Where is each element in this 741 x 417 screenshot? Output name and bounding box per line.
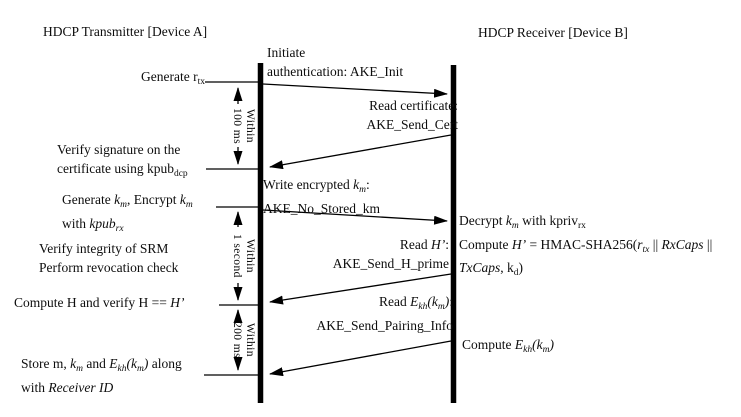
message-line: AKE_Send_Cert (366, 116, 459, 132)
note-line: Compute H’ = HMAC-SHA256(rtx || RxCaps |… (459, 236, 713, 255)
note-line: Verify integrity of SRM (39, 241, 169, 256)
message-ake-no-stored-km: Write encrypted km: AKE_No_Stored_km (263, 176, 380, 218)
message-line: Initiate (267, 45, 306, 60)
note-compute-h: Compute H and verify H == H’ (14, 294, 184, 313)
note-line: TxCaps, kd) (459, 260, 524, 278)
note-verify-srm: Verify integrity of SRM Perform revocati… (39, 240, 178, 277)
note-line: Decrypt km with kprivrx (459, 213, 586, 231)
timing-text: 200 ms (231, 322, 243, 358)
message-line: AKE_Send_Pairing_Info (316, 317, 453, 333)
timing-constraint-1second: Within 1 second (224, 226, 256, 286)
message-line: Write encrypted km: (263, 177, 370, 195)
note-line: Verify signature on the (57, 142, 181, 157)
message-ake-init: Initiate authentication: AKE_Init (267, 44, 403, 81)
receiver-header: HDCP Receiver [Device B] (478, 25, 628, 40)
message-line: Read certificate: (369, 98, 458, 113)
note-generate-km: Generate km, Encrypt km with kpubrx (62, 191, 193, 238)
note-line: Compute H and verify H == H’ (14, 295, 185, 310)
note-line: certificate using kpubdcp (57, 160, 188, 179)
note-compute-ekh: Compute Ekh(km) (462, 336, 554, 360)
message-line: AKE_No_Stored_km (263, 200, 380, 216)
arrow-ake-send-pairing-info (269, 340, 452, 377)
note-line: Generate km, Encrypt km (62, 192, 193, 210)
message-line: AKE_Send_H_prime (332, 255, 449, 271)
transmitter-header: HDCP Transmitter [Device A] (43, 24, 208, 39)
arrow-ake-send-h-prime (269, 273, 452, 305)
message-line: Read H’: (399, 237, 449, 252)
note-line: Perform revocation check (39, 259, 179, 275)
message-line: Read Ekh(km): (379, 294, 453, 312)
note-verify-signature: Verify signature on the certificate usin… (57, 141, 188, 183)
note-line: Store m, km and Ekh(km) along (21, 356, 182, 374)
timing-text: Within (244, 323, 256, 357)
timing-text: Within (244, 239, 256, 273)
note-line: Compute Ekh(km) (462, 337, 554, 355)
timing-text: 1 second (231, 234, 243, 278)
note-line: Generate rtx (141, 69, 205, 87)
note-decrypt-km: Decrypt km with kprivrx Compute H’ = HMA… (459, 212, 712, 283)
arrow-ake-init (262, 83, 448, 98)
timing-text: 100 ms (231, 108, 243, 144)
note-line: with Receiver ID (21, 379, 114, 395)
note-generate-rtx: Generate rtx (78, 68, 205, 92)
timing-constraint-200ms: Within 200 ms (224, 315, 256, 365)
arrow-ake-no-stored-km (262, 209, 448, 225)
note-line: with kpubrx (62, 215, 124, 234)
timing-constraint-100ms: Within 100 ms (224, 100, 256, 152)
timing-text: Within (244, 109, 256, 143)
message-line: authentication: AKE_Init (267, 63, 404, 79)
message-ake-send-pairing-info: Read Ekh(km): AKE_Send_Pairing_Info (280, 293, 453, 335)
message-ake-send-h-prime: Read H’: AKE_Send_H_prime (290, 236, 449, 273)
message-ake-send-cert: Read certificate: AKE_Send_Cert (300, 97, 459, 134)
arrow-ake-send-cert (269, 134, 452, 170)
note-store-pairing: Store m, km and Ekh(km) along with Recei… (21, 355, 182, 397)
